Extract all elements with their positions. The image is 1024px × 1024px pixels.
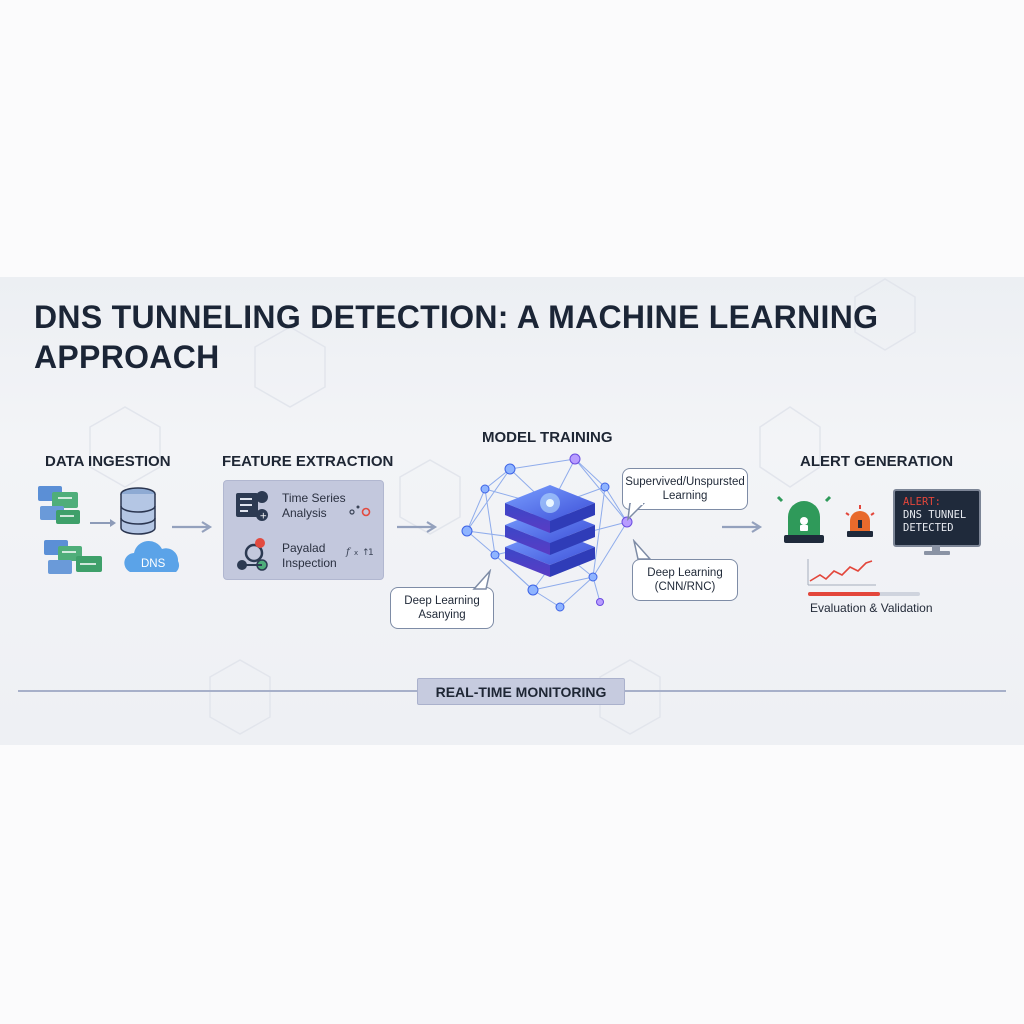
feature-item-time-series: Time Series Analysis <box>282 491 346 520</box>
stage-label-data-ingestion: DATA INGESTION <box>45 453 171 470</box>
siren-icon <box>845 505 875 537</box>
document-gear-icon: + <box>236 491 268 522</box>
feature-extraction-panel: + Time Series Analysis Payalad Inspectio… <box>223 480 384 580</box>
data-ingestion-icons <box>38 486 180 574</box>
alarm-bell-icon <box>776 495 832 543</box>
network-inspection-icon <box>237 538 268 571</box>
arrow-icon <box>397 521 438 533</box>
arrow-icon <box>722 521 763 533</box>
svg-text:+: + <box>260 512 268 522</box>
page-title: DNS TUNNELING DETECTION: A MACHINE LEARN… <box>34 299 879 375</box>
bubble-supervised-learning: Supervived/Unspursted Learning <box>622 468 748 510</box>
neural-network-graphic <box>461 453 633 612</box>
real-time-monitoring-badge: REAL-TIME MONITORING <box>417 678 625 705</box>
hexagon-background <box>89 278 916 735</box>
sensor-icon <box>349 505 371 517</box>
evaluation-label: Evaluation & Validation <box>810 601 933 615</box>
stacked-layers <box>505 485 595 577</box>
alert-message: DNS TUNNEL DETECTED <box>903 509 967 534</box>
arrow-icon <box>172 521 213 533</box>
bubble-deep-learning-left: Deep Learning Asanying <box>390 587 494 629</box>
packet-stack-bottom-icon <box>44 540 102 574</box>
svg-text:f: f <box>345 547 352 558</box>
stage-label-feature-extraction: FEATURE EXTRACTION <box>222 453 394 470</box>
monitor-stand-icon <box>924 545 950 555</box>
stage-label-alert-generation: ALERT GENERATION <box>800 453 954 470</box>
alert-monitor: ALERT: DNS TUNNEL DETECTED <box>893 489 981 547</box>
stage-label-model-training: MODEL TRAINING <box>482 429 613 446</box>
bubble-pointer-icon <box>626 503 646 521</box>
bubble-pointer-icon <box>472 569 492 590</box>
feature-item-payload-inspection: Payalad Inspection <box>282 541 337 570</box>
diagram-banner: DNS TUNNELING DETECTION: A MACHINE LEARN… <box>0 277 1024 745</box>
packet-stack-top-icon <box>38 486 80 524</box>
svg-text:x: x <box>354 549 358 557</box>
bubble-deep-learning-cnn: Deep Learning (CNN/RNC) <box>632 559 738 601</box>
cloud-icon <box>124 540 180 572</box>
evaluation-chart-icon <box>807 559 920 596</box>
network-nodes <box>461 453 633 612</box>
svg-text:1: 1 <box>368 548 374 558</box>
bubble-pointer-icon <box>632 539 652 560</box>
svg-text:↑: ↑ <box>362 548 370 558</box>
alert-text: ALERT: <box>903 496 941 508</box>
arrow-icon <box>90 519 116 527</box>
database-icon <box>120 487 156 535</box>
cloud-label: DNS <box>141 558 166 570</box>
function-symbol-icon: f x ↑ 1 <box>345 547 374 558</box>
